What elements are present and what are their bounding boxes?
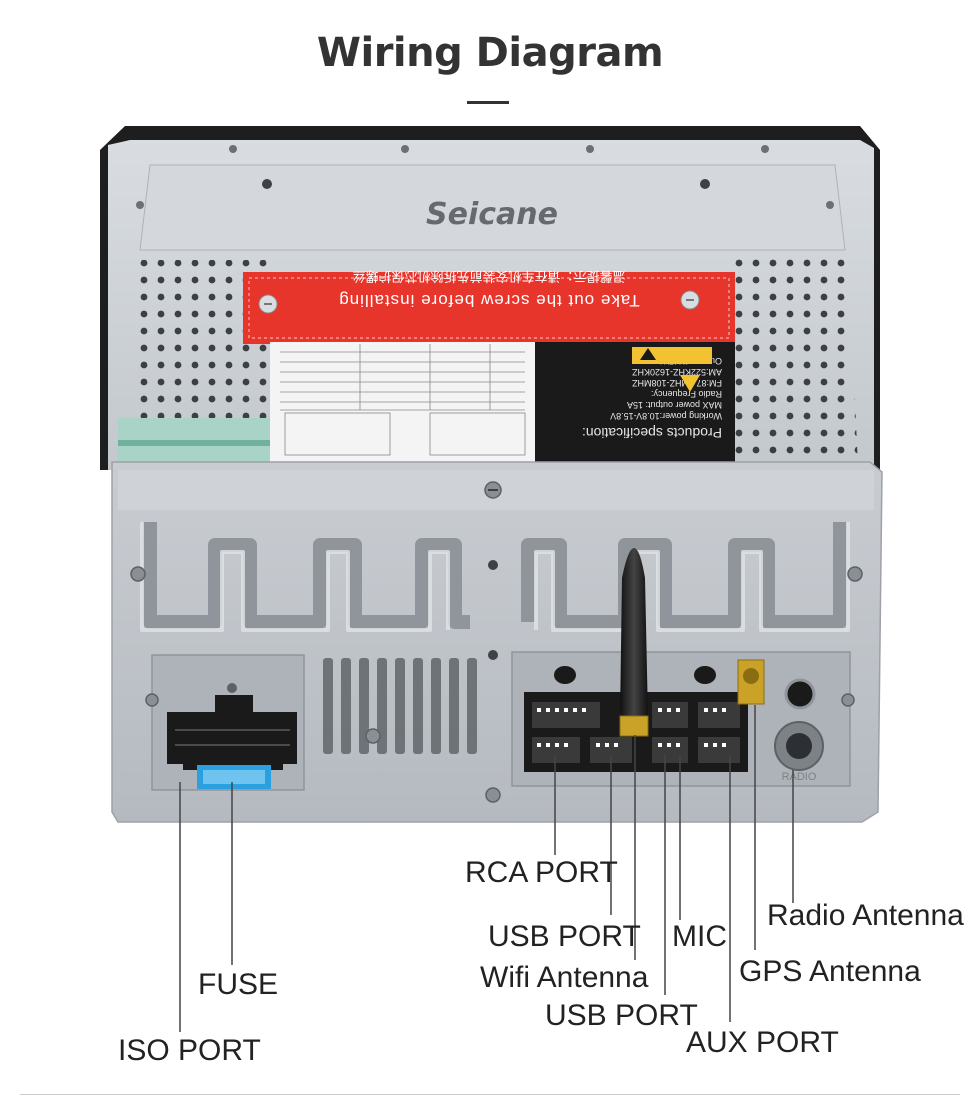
radio-antenna-jack	[774, 721, 824, 771]
label-radio-antenna: Radio Antenna	[767, 899, 964, 932]
label-usb-port-2: USB PORT	[545, 999, 698, 1032]
sticker-text-en: Take out the screw before installing	[338, 291, 640, 310]
brand-logo: Seicane	[426, 197, 558, 232]
fuse	[197, 765, 271, 789]
spec-label: Products specification: Working power:10…	[270, 342, 735, 464]
sticker-text-cn: 温馨提示：请在车机安装前先拆除机芯保护螺丝	[352, 268, 625, 284]
spec-line-3: Radio Frequency:	[651, 389, 722, 399]
wifi-antenna	[619, 548, 649, 737]
bottom-divider	[20, 1094, 960, 1095]
leader-lines	[179, 705, 794, 1032]
radio-mark: RADIO	[782, 771, 817, 783]
spec-line-5: AM:522KHZ-1620KHZ	[631, 367, 722, 377]
label-mic: MIC	[672, 920, 727, 953]
label-gps-antenna: GPS Antenna	[739, 955, 921, 988]
spec-line-1: Working power:10.8V-15.8V	[610, 411, 722, 421]
page-title: Wiring Diagram	[316, 30, 664, 76]
title-underline	[467, 101, 509, 104]
spec-heading: Products specification:	[582, 425, 722, 441]
heat-sink	[143, 522, 847, 629]
label-fuse: FUSE	[198, 968, 279, 1001]
spec-line-4: FM:87.5MHZ-108MHZ	[631, 378, 722, 388]
label-wifi-antenna: Wifi Antenna	[480, 961, 649, 994]
label-usb-port-1: USB PORT	[488, 920, 641, 953]
vent-slots	[323, 658, 477, 754]
label-iso-port: ISO PORT	[118, 1034, 261, 1067]
spec-line-2: MAX power output: 15A	[627, 400, 722, 410]
warning-sticker: Take out the screw before installing 温馨提…	[243, 268, 735, 344]
label-rca-port: RCA PORT	[465, 856, 618, 889]
label-aux-port: AUX PORT	[686, 1026, 839, 1059]
gps-connector	[737, 659, 765, 705]
